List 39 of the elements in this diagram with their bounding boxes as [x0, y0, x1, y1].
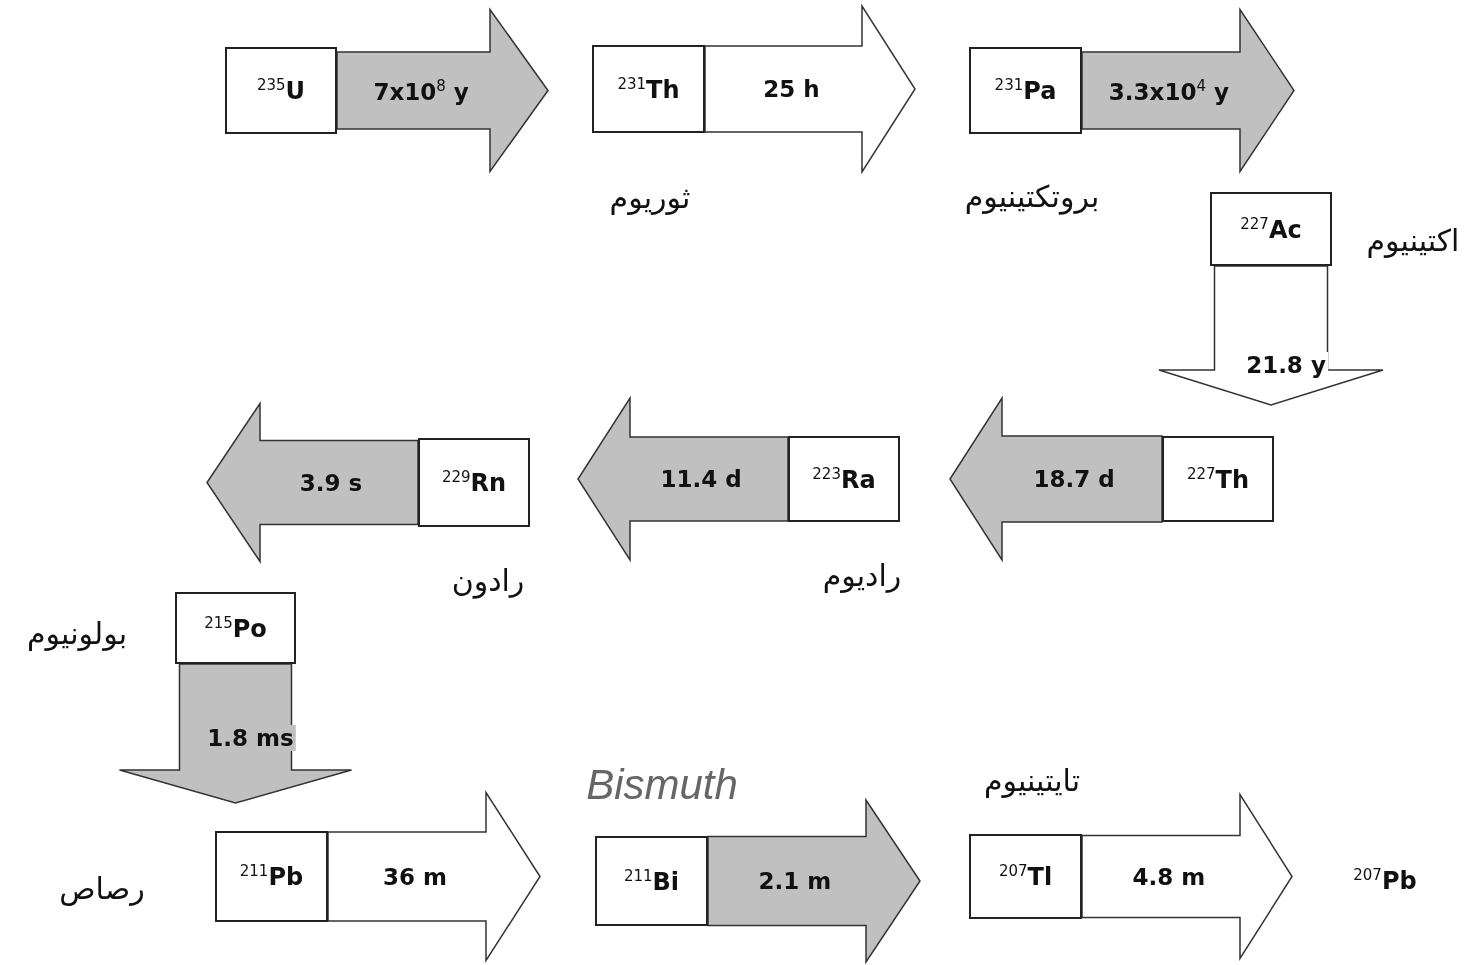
block-arrow: [704, 3, 916, 175]
nuclide-symbol: $^{207}$Tl: [998, 862, 1053, 891]
block-arrow: [707, 797, 921, 965]
nuclide-symbol: $^{231}$Pa: [994, 76, 1057, 105]
nuclide-box: [592, 45, 705, 133]
nuclide-symbol: $^{231}$Th: [617, 74, 680, 104]
block-arrow: [327, 789, 541, 964]
nuclide-box: [969, 834, 1082, 919]
nuclide-symbol: $^{215}$Po: [204, 613, 267, 643]
element-name: Bismuth: [586, 761, 738, 809]
nuclide-symbol: $^{229}$Rn: [441, 468, 507, 497]
element-name: رصاص: [59, 870, 145, 906]
block-arrow: [949, 395, 1163, 563]
nuclide-box: [175, 592, 296, 664]
nuclide-symbol: $^{235}$U: [256, 76, 306, 105]
nuclide-box: [788, 436, 900, 522]
block-arrow: [206, 401, 419, 564]
nuclide-box: [418, 438, 530, 527]
element-name: ثوريوم: [609, 179, 691, 215]
nuclide-symbol: $^{227}$Th: [1186, 464, 1250, 494]
block-arrow: [1081, 791, 1293, 962]
element-name: اكتينيوم: [1366, 222, 1460, 258]
nuclide-box: [215, 831, 328, 922]
nuclide-box: [1210, 192, 1332, 266]
nuclide-box: [225, 47, 337, 134]
element-name: رادون: [451, 562, 525, 598]
nuclide-symbol: $^{211}$Pb: [239, 862, 304, 891]
nuclide-box: [1162, 436, 1274, 522]
nuclide-box: [595, 836, 708, 926]
element-name: بولونيوم: [27, 615, 127, 651]
element-name: تايتينيوم: [983, 762, 1081, 798]
element-name: راديوم: [822, 557, 902, 593]
block-arrow: [577, 395, 789, 563]
nuclide-symbol: $^{211}$Bi: [623, 866, 680, 896]
element-name: بروتكتينيوم: [964, 178, 1100, 214]
nuclide-symbol: $^{227}$Ac: [1240, 214, 1302, 244]
nuclide-symbol: $^{207}$Pb: [1353, 865, 1417, 895]
nuclide-symbol: $^{223}$Ra: [812, 464, 876, 494]
nuclide-box: [969, 47, 1082, 134]
